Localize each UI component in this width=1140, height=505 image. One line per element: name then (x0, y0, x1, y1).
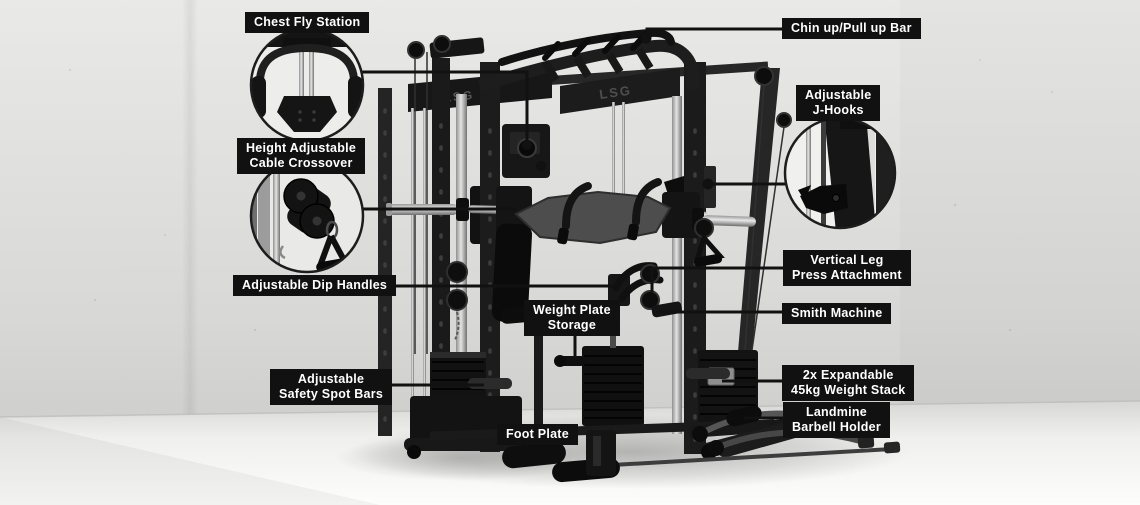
connector-dot-chest-fly (522, 140, 532, 150)
machine-illustration: LSG LSG (335, 28, 910, 489)
foot-plate-rollers (502, 430, 620, 483)
floor-left-shadow (0, 417, 380, 505)
rear-logo-panel (560, 68, 680, 114)
connector-chest-fly (360, 70, 529, 144)
back-pad (491, 223, 533, 323)
connector-dot-chin-up (640, 32, 652, 44)
multi-grip-slats (541, 47, 654, 83)
label-dip-handles: Adjustable Dip Handles (233, 275, 397, 296)
label-leg-press: Vertical Leg Press Attachment (783, 250, 911, 286)
connector-lines (360, 27, 790, 420)
label-landmine-holder: Landmine Barbell Holder (783, 402, 890, 438)
label-smith-machine: Smith Machine (782, 303, 892, 324)
label-foot-plate: Foot Plate (497, 424, 578, 445)
connector-dot-j-hooks (702, 178, 714, 190)
inset-chest-fly-closeup (249, 27, 365, 143)
inset-cable-crossover-closeup (249, 158, 365, 274)
label-chest-fly-station: Chest Fly Station (245, 12, 370, 33)
label-plate-storage: Weight Plate Storage (524, 300, 620, 336)
landmine-sleeve (726, 405, 762, 427)
label-weight-stack: 2x Expandable 45kg Weight Stack (782, 365, 915, 401)
label-cable-crossover: Height Adjustable Cable Crossover (237, 138, 366, 174)
logo-text-rear: LSG (598, 83, 633, 102)
label-chin-up-bar: Chin up/Pull up Bar (782, 18, 921, 39)
connector-leg-press (650, 266, 790, 292)
chin-up-bar (498, 28, 675, 66)
wall-seam-shadow (182, 0, 198, 418)
top-front-beam (478, 39, 699, 92)
label-j-hooks: Adjustable J-Hooks (796, 85, 881, 121)
label-safety-spot-bars: Adjustable Safety Spot Bars (270, 369, 393, 405)
